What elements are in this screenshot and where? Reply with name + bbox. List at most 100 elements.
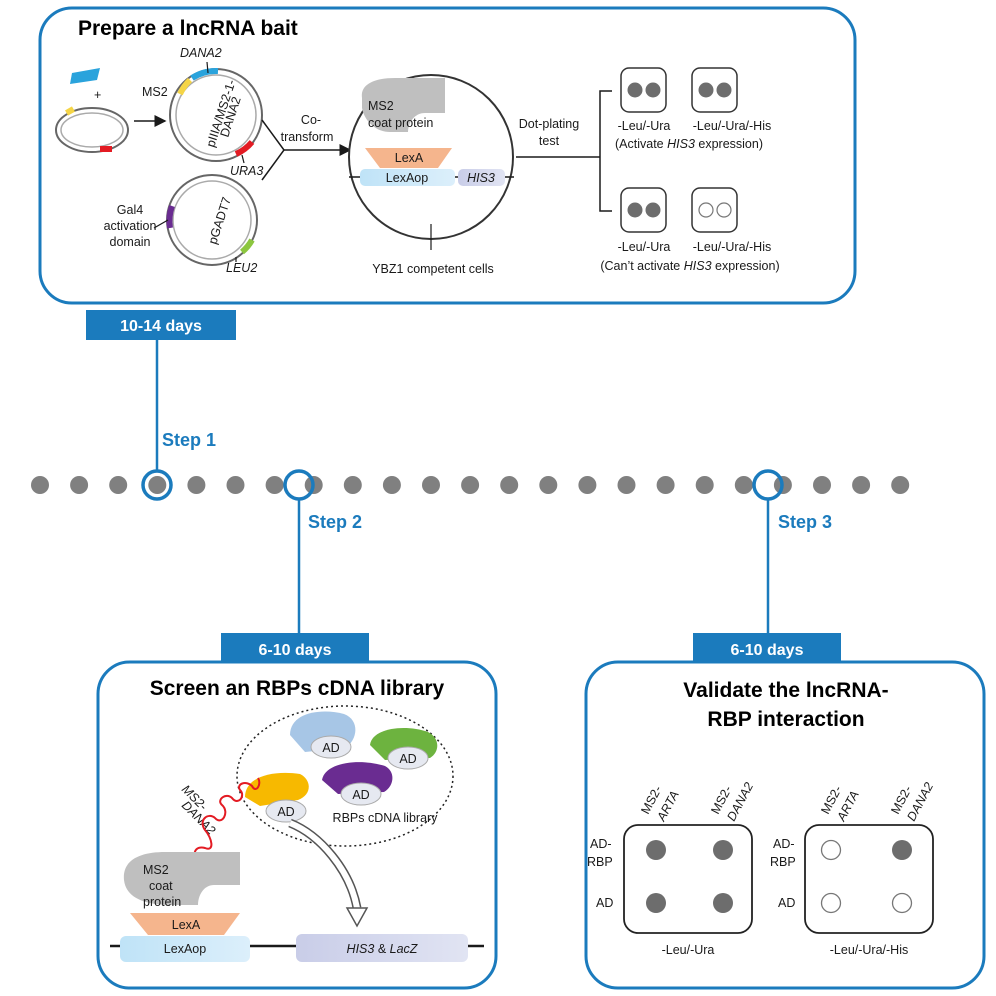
ms2-coat-protein xyxy=(361,78,445,132)
result-note: (Can’t activate HIS3 expression) xyxy=(600,259,779,273)
ms2-coat-label: MS2 xyxy=(368,99,394,113)
medium-label: -Leu/-Ura/-His xyxy=(693,119,772,133)
ad-label: AD xyxy=(399,752,416,766)
leu2-label: LEU2 xyxy=(226,261,257,275)
timeline-dot xyxy=(422,476,440,494)
timeline-dot xyxy=(578,476,597,494)
colony-dot xyxy=(716,82,732,98)
panel-prepare-bait: Prepare a lncRNA bait + DANA2 MS2 pIIIA/… xyxy=(38,6,857,305)
rbp-protein xyxy=(245,772,309,806)
activation-arrowhead xyxy=(345,907,369,928)
rna-strand xyxy=(193,777,261,866)
ms2-label: MS2 xyxy=(142,85,168,99)
timeline-dots xyxy=(31,476,910,494)
duration-badge-label: 10-14 days xyxy=(120,318,202,335)
timeline-dot xyxy=(656,476,675,494)
result-note: (Activate HIS3 expression) xyxy=(615,137,763,151)
bracket xyxy=(599,90,612,212)
timeline-dot xyxy=(539,476,558,494)
timeline-dot xyxy=(695,476,714,494)
dot-plating-label-2: test xyxy=(539,134,560,148)
cotransform-label-2: transform xyxy=(281,130,334,144)
colony-dot xyxy=(698,82,714,98)
lexa-label: LexA xyxy=(395,151,424,165)
medium-label: -Leu/-Ura/-His xyxy=(830,943,909,957)
ad-domain xyxy=(310,735,352,759)
gal4-label-2: activation xyxy=(104,219,157,233)
timeline-dot xyxy=(891,476,910,494)
plate xyxy=(804,824,934,934)
colony-dot xyxy=(713,840,733,860)
his3-box xyxy=(458,169,505,186)
coat-label: coat xyxy=(149,879,173,893)
duration-badge xyxy=(693,633,841,663)
empty-dot xyxy=(891,892,913,914)
activation-arrow xyxy=(288,820,360,909)
lexaop-box xyxy=(360,169,455,186)
row-label: RBP xyxy=(770,855,796,869)
medium-label: -Leu/-Ura xyxy=(618,119,671,133)
empty-dot xyxy=(820,839,842,861)
panel-validate: Validate the lncRNA- RBP interaction MS2… xyxy=(584,660,986,990)
timeline-dot xyxy=(500,476,519,494)
ura3-label: URA3 xyxy=(230,164,263,178)
colony-dot xyxy=(627,202,643,218)
row-label: AD xyxy=(596,896,613,910)
colony-dot xyxy=(713,893,733,913)
cotransform-label: Co- xyxy=(301,113,321,127)
medium-label: -Leu/-Ura xyxy=(662,943,715,957)
timeline-dot xyxy=(31,476,49,494)
ad-domain xyxy=(340,782,382,806)
timeline-dot xyxy=(382,476,401,494)
row-label: AD xyxy=(778,896,795,910)
timeline-dot xyxy=(109,476,128,494)
leader-line xyxy=(241,154,245,164)
lexa-label: LexA xyxy=(172,918,201,932)
duration-badge xyxy=(86,310,236,340)
dna-fragment-icon xyxy=(70,68,100,84)
panel-title: Prepare a lncRNA bait xyxy=(78,17,298,40)
lexaop-label: LexAop xyxy=(164,942,206,956)
timeline-dot xyxy=(813,476,831,494)
colony-dot xyxy=(645,202,661,218)
protein-label: protein xyxy=(143,895,181,909)
dana2-label: DANA2 xyxy=(180,46,222,60)
step-2-marker xyxy=(283,469,315,501)
colony-dot xyxy=(646,893,666,913)
ms2-coat-protein xyxy=(123,852,240,905)
yeast-cell: MS2 coat protein LexA LexAop HIS3 xyxy=(348,74,514,240)
timeline-dot xyxy=(343,476,362,494)
step-3-marker xyxy=(752,469,784,501)
plate xyxy=(691,187,738,233)
bait-plasmid-icon xyxy=(169,67,263,162)
ms2-coat-label-2: coat protein xyxy=(368,116,433,130)
step-1-label: Step 1 xyxy=(162,430,216,450)
empty-plasmid-icon xyxy=(55,106,129,153)
timeline: 10-14 days Step 1 Step 2 Step 3 6-10 day… xyxy=(31,310,910,663)
lexaop-label: LexAop xyxy=(386,171,428,185)
duration-badge xyxy=(221,633,369,663)
medium-label: -Leu/-Ura xyxy=(618,240,671,254)
timeline-dot xyxy=(734,476,753,494)
plate-row-2: -Leu/-Ura -Leu/-Ura/-His (Can’t activate… xyxy=(600,187,780,273)
empty-dot xyxy=(698,202,714,218)
reporter-label: HIS3 & LacZ xyxy=(347,942,418,956)
plus-sign: + xyxy=(94,88,101,102)
leader-line xyxy=(153,219,169,229)
dot-plating-label: Dot-plating xyxy=(519,117,579,131)
colony-dot xyxy=(627,82,643,98)
panel-title-2: RBP interaction xyxy=(707,708,864,731)
panel-title: Screen an RBPs cDNA library xyxy=(150,677,445,700)
timeline-dot xyxy=(617,476,636,494)
timeline-dot xyxy=(226,476,245,494)
empty-dot xyxy=(820,892,842,914)
plate xyxy=(620,187,667,233)
his3-label: HIS3 xyxy=(467,171,495,185)
step-1-marker xyxy=(141,469,173,501)
duration-badge-label: 6-10 days xyxy=(731,642,804,659)
gal4-label: Gal4 xyxy=(117,203,143,217)
step-2-label: Step 2 xyxy=(308,512,362,532)
plate xyxy=(623,824,753,934)
lexa-shape xyxy=(130,913,240,935)
